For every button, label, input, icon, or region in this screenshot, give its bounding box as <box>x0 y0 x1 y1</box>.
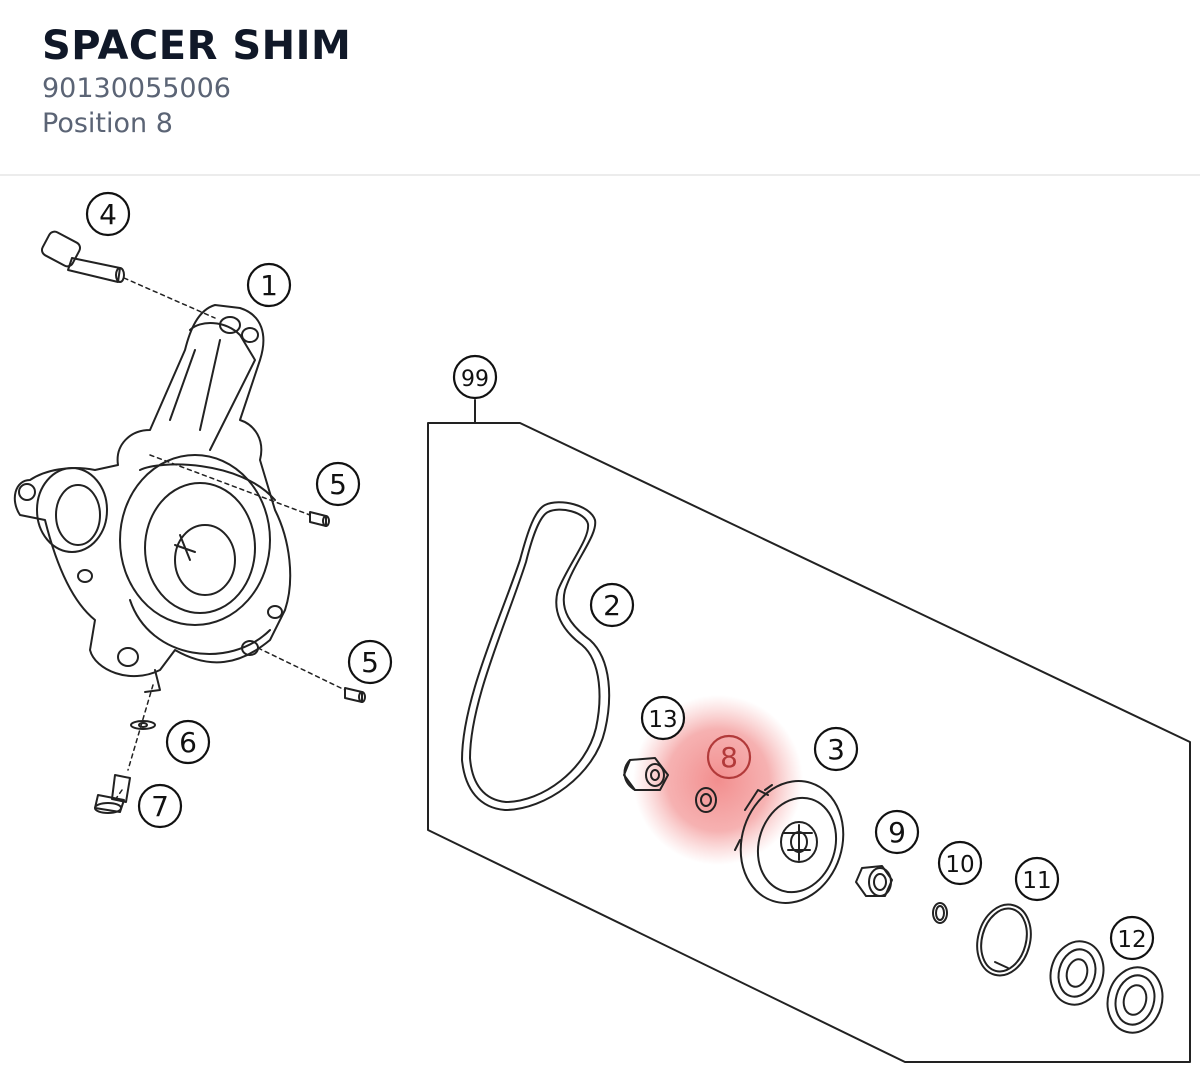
svg-text:4: 4 <box>99 198 117 231</box>
part-99-kit-outline <box>427 399 1191 1063</box>
svg-text:6: 6 <box>179 726 197 759</box>
callout-1[interactable]: 1 <box>246 262 292 308</box>
svg-text:3: 3 <box>827 733 845 766</box>
part-13-bushing <box>623 757 669 791</box>
svg-text:12: 12 <box>1117 927 1146 953</box>
part-5-dowel-pin-upper <box>309 511 330 527</box>
svg-text:9: 9 <box>888 816 906 849</box>
callout-8-selected[interactable]: 8 <box>706 734 752 780</box>
callout-7[interactable]: 7 <box>137 783 183 829</box>
svg-text:13: 13 <box>648 707 677 733</box>
callout-4[interactable]: 4 <box>85 191 131 237</box>
svg-text:11: 11 <box>1022 868 1051 894</box>
svg-text:7: 7 <box>151 790 169 823</box>
callout-10[interactable]: 10 <box>937 840 983 886</box>
svg-text:5: 5 <box>329 468 347 501</box>
callout-6[interactable]: 6 <box>165 719 211 765</box>
part-9-bearing <box>855 865 893 897</box>
part-1-pump-cover <box>13 304 292 693</box>
part-7-drain-screw <box>94 774 131 814</box>
part-11-circlip <box>976 903 1032 977</box>
callout-5-upper[interactable]: 5 <box>315 461 361 507</box>
selected-part-highlight <box>633 695 803 865</box>
callout-11[interactable]: 11 <box>1014 856 1060 902</box>
part-10-o-ring <box>932 902 948 924</box>
part-8-spacer-shim <box>695 787 717 813</box>
callout-9[interactable]: 9 <box>874 809 920 855</box>
svg-text:8: 8 <box>720 741 738 774</box>
part-header: SPACER SHIM 90130055006 Position 8 <box>0 0 1200 176</box>
exploded-parts-diagram: 4 1 5 5 6 7 99 2 <box>0 178 1200 1072</box>
part-12-shaft-seals <box>1049 940 1164 1034</box>
callout-5-lower[interactable]: 5 <box>347 639 393 685</box>
callout-2[interactable]: 2 <box>589 582 635 628</box>
part-6-seal-washer <box>114 684 156 801</box>
callout-99[interactable]: 99 <box>452 354 498 400</box>
part-number: 90130055006 <box>42 73 231 104</box>
part-5-dowel-pin-lower <box>344 687 366 703</box>
svg-text:2: 2 <box>603 589 621 622</box>
svg-text:10: 10 <box>945 852 974 878</box>
callout-12[interactable]: 12 <box>1109 915 1155 961</box>
part-3-impeller <box>734 780 845 904</box>
part-position: Position 8 <box>42 108 173 139</box>
part-title: SPACER SHIM <box>42 23 352 69</box>
svg-text:99: 99 <box>461 367 489 392</box>
svg-text:5: 5 <box>361 646 379 679</box>
part-2-gasket <box>461 501 611 811</box>
svg-text:1: 1 <box>260 269 278 302</box>
part-4-bolt <box>41 230 216 319</box>
callout-13[interactable]: 13 <box>640 695 686 741</box>
callout-3[interactable]: 3 <box>813 726 859 772</box>
